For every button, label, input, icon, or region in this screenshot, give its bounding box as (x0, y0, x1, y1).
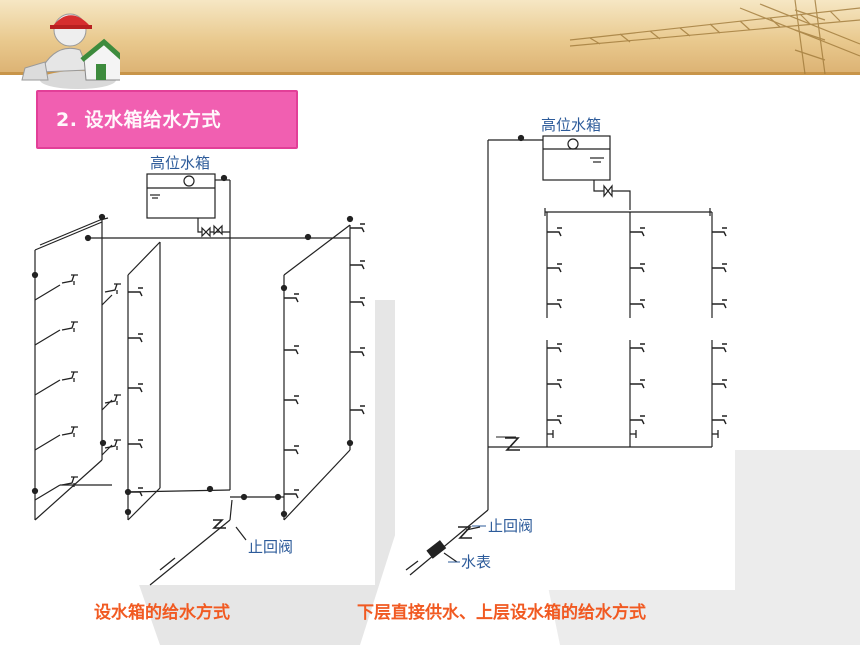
right-tank-label: 高位水箱 (541, 116, 601, 134)
header-divider (0, 72, 860, 75)
section-title: 2. 设水箱给水方式 (56, 109, 222, 131)
right-meter-label: 水表 (461, 553, 491, 571)
worker-house-logo (21, 13, 120, 89)
left-diagram (31, 173, 354, 586)
section-title-box: 2. 设水箱给水方式 (36, 90, 298, 149)
left-diagram-panel (35, 150, 375, 585)
left-tank-label: 高位水箱 (150, 154, 210, 172)
header-banner (0, 0, 860, 74)
right-taps (546, 227, 728, 438)
left-water-tank (146, 173, 230, 219)
right-diagram (405, 134, 713, 576)
left-taps (61, 223, 366, 499)
right-water-tank (542, 135, 611, 181)
right-diagram-panel (395, 110, 735, 590)
right-check-valve-label: 止回阀 (488, 517, 533, 535)
left-caption: 设水箱的给水方式 (94, 603, 230, 623)
left-check-valve-label: 止回阀 (248, 538, 293, 556)
crane-icon (569, 0, 860, 74)
right-caption: 下层直接供水、上层设水箱的给水方式 (357, 603, 646, 623)
